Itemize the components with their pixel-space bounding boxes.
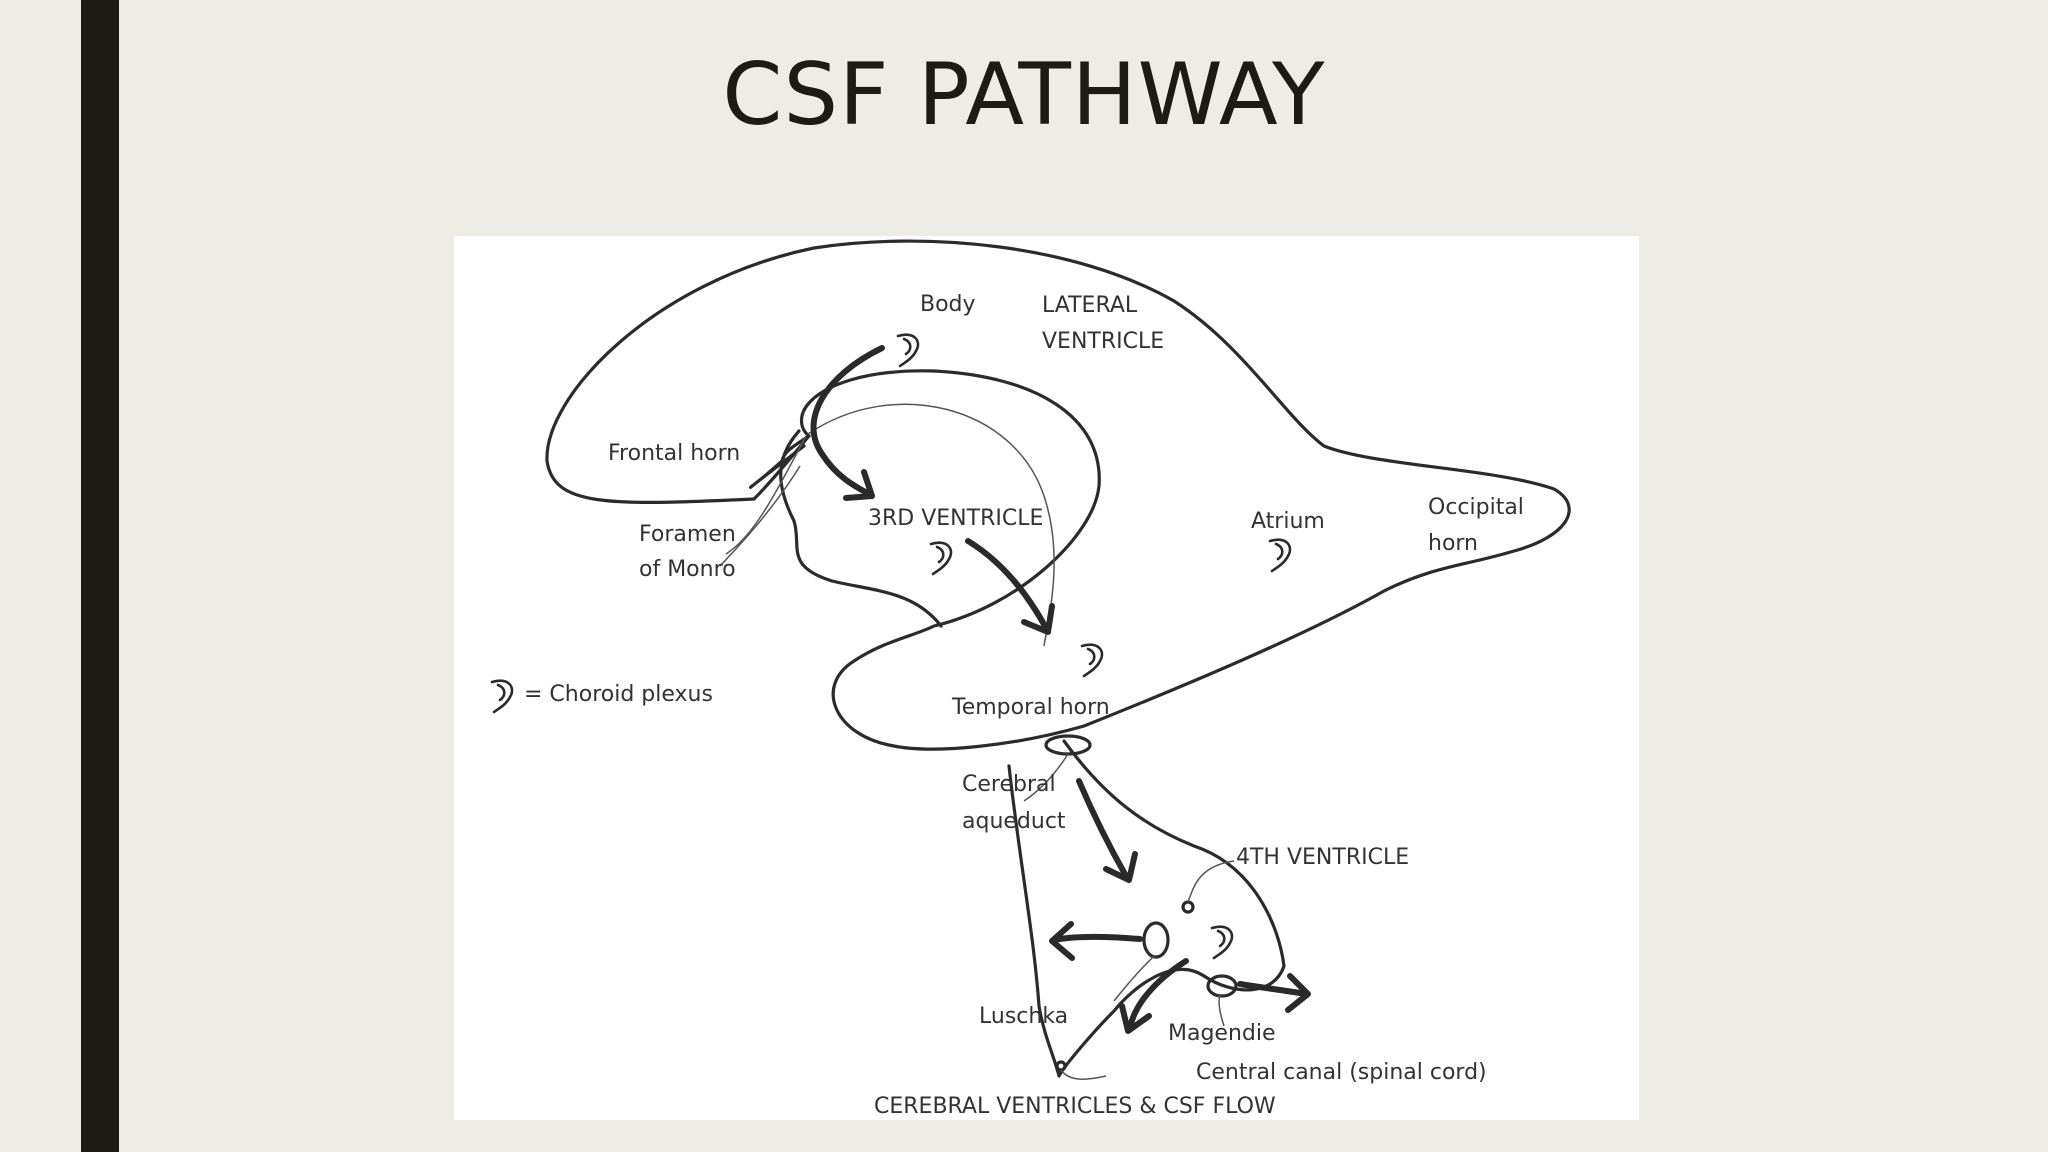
ventricles-svg: Body LATERAL VENTRICLE Frontal horn Fora… xyxy=(490,239,1571,1119)
label-atrium: Atrium xyxy=(1251,509,1325,534)
label-lateral-ventricle-2: VENTRICLE xyxy=(1042,329,1164,354)
label-lateral-ventricle-1: LATERAL xyxy=(1042,293,1138,318)
label-temporal-horn: Temporal horn xyxy=(951,695,1110,720)
foramen-pointer xyxy=(725,435,807,555)
label-aqueduct-1: Cerebral xyxy=(962,772,1056,797)
slide-title: CSF PATHWAY xyxy=(722,45,1326,145)
label-occipital-1: Occipital xyxy=(1428,495,1524,520)
choroid-plexus-icon-body xyxy=(896,333,920,368)
choroid-plexus-icon-legend xyxy=(490,679,514,714)
thalamus-line xyxy=(807,403,1055,647)
flow-arrow-luschka-out-head xyxy=(1049,921,1075,961)
central-canal-pointer xyxy=(1060,1069,1107,1080)
aqueduct-pointer xyxy=(1023,753,1069,802)
luschka-pointer xyxy=(1113,955,1155,1002)
label-magendie: Magendie xyxy=(1168,1021,1276,1046)
foramen-connector xyxy=(752,434,811,501)
flow-arrow-luschka-out xyxy=(1051,933,1143,943)
fourth-ventricle-pointer-dot xyxy=(1181,900,1195,914)
flow-arrow-third-to-aqueduct xyxy=(965,538,1049,631)
label-foramen-2: of Monro xyxy=(639,557,736,582)
flow-arrow-aqueduct-to-fourth xyxy=(1076,778,1129,879)
flow-arrow-down-central-head xyxy=(1119,1003,1152,1034)
flow-arrow-magendie-out xyxy=(1237,981,1309,997)
label-choroid-legend: = Choroid plexus xyxy=(524,682,713,707)
label-central-canal: Central canal (spinal cord) xyxy=(1196,1060,1487,1085)
flow-arrow-third-to-aqueduct-head xyxy=(1021,603,1055,635)
label-foramen-1: Foramen xyxy=(639,522,736,547)
lateral-ventricle-outline xyxy=(545,239,1571,751)
label-luschka: Luschka xyxy=(979,1004,1068,1029)
magendie-pointer xyxy=(1218,993,1225,1027)
label-occipital-2: horn xyxy=(1428,531,1478,556)
flow-arrow-aqueduct-to-fourth-head xyxy=(1103,851,1138,883)
flow-arrow-down-central xyxy=(1127,958,1189,1031)
choroid-plexus-icon-fourth xyxy=(1210,925,1234,960)
flow-arrow-magendie-out-head xyxy=(1285,973,1311,1013)
label-third-ventricle: 3RD VENTRICLE xyxy=(868,506,1043,531)
flow-arrow-body-to-third-head xyxy=(843,469,875,501)
fourth-ventricle-pointer xyxy=(1187,860,1235,903)
choroid-plexus-icon-atrium xyxy=(1268,538,1292,573)
choroid-plexus-icon-third xyxy=(929,541,953,576)
luschka-aperture xyxy=(1142,921,1170,959)
magendie-aperture xyxy=(1206,974,1238,998)
flow-arrow-body-to-third xyxy=(810,345,885,497)
label-aqueduct-2: aqueduct xyxy=(962,809,1066,834)
third-ventricle-outline xyxy=(749,401,943,628)
choroid-plexus-icon-temporal xyxy=(1080,643,1104,678)
ventricles-diagram: Body LATERAL VENTRICLE Frontal horn Fora… xyxy=(454,236,1639,1120)
label-body: Body xyxy=(920,292,976,317)
label-frontal-horn: Frontal horn xyxy=(608,441,740,466)
central-canal-dot xyxy=(1055,1060,1067,1072)
accent-bar xyxy=(81,0,119,1152)
label-fourth-ventricle: 4TH VENTRICLE xyxy=(1236,845,1409,870)
foramen-pointer-2 xyxy=(719,465,801,567)
diagram-caption: CEREBRAL VENTRICLES & CSF FLOW xyxy=(874,1094,1276,1119)
